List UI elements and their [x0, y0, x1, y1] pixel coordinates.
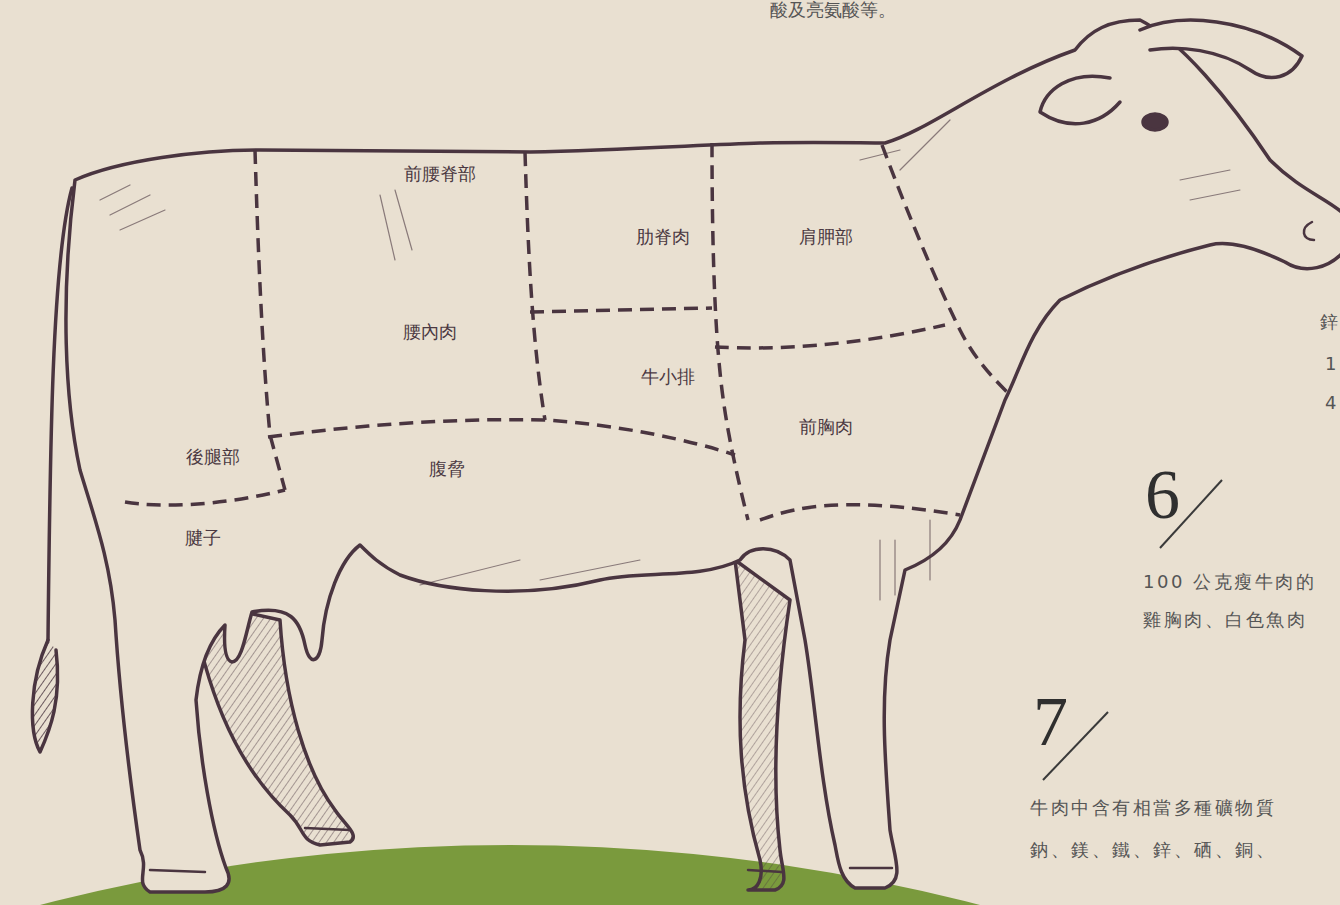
cut-label: 腹脅 — [429, 458, 465, 480]
cut-line — [530, 308, 712, 312]
cut-label: 腰內肉 — [403, 321, 457, 343]
tail — [48, 188, 72, 640]
cut-line — [715, 325, 945, 348]
cut-label: 肋脊肉 — [636, 226, 690, 248]
cut-label: 牛小排 — [641, 366, 695, 388]
far-front-leg — [735, 560, 790, 890]
cut-label: 前腰脊部 — [404, 163, 476, 185]
note-text: 100 公克瘦牛肉的 雞胸肉、白色魚肉 — [1143, 563, 1340, 639]
cut-label: 腱子 — [185, 527, 221, 549]
cut-line — [882, 145, 1010, 395]
cut-line — [712, 143, 748, 520]
ear — [1040, 76, 1120, 124]
tail-tuft — [32, 640, 57, 752]
callout-number: 7 — [1033, 687, 1068, 757]
cut-line — [125, 490, 285, 505]
cut-label: 後腿部 — [186, 446, 240, 468]
hoof — [305, 828, 350, 830]
note-text: 酸及亮氨酸等。 — [770, 0, 896, 20]
cut-lines — [125, 143, 1010, 520]
note-text: 4 — [1325, 392, 1336, 414]
note-text: 鋅 — [1320, 311, 1338, 333]
cut-line — [268, 420, 735, 455]
eye — [1143, 114, 1167, 130]
cut-line — [255, 150, 285, 490]
horn — [1140, 20, 1302, 77]
hoof — [150, 870, 205, 872]
hoof — [748, 870, 782, 872]
cut-line — [525, 152, 545, 420]
cut-label: 前胸肉 — [799, 416, 853, 438]
shading-strokes — [100, 120, 1240, 600]
cut-label: 肩胛部 — [799, 226, 853, 248]
callout-number: 6 — [1145, 460, 1180, 530]
nostril — [1304, 222, 1314, 240]
cow-body-outline — [66, 20, 1340, 892]
hoof — [850, 867, 892, 870]
note-text: 1 — [1325, 353, 1336, 375]
note-text: 牛肉中含有相當多種礦物質 鈉、鎂、鐵、鋅、硒、銅、 — [1030, 787, 1310, 871]
cut-line — [760, 505, 960, 520]
